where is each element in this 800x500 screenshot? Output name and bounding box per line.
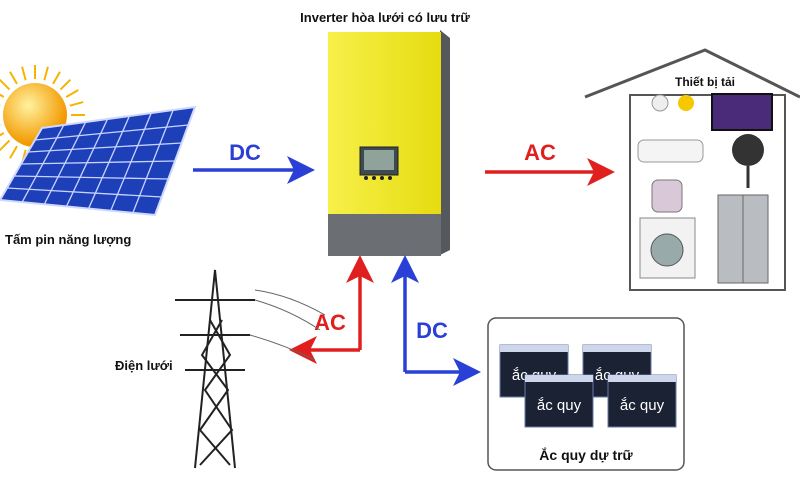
ac-label-load: AC: [524, 140, 556, 165]
solar-label: Tấm pin năng lượng: [5, 232, 131, 247]
load-label: Thiết bị tải: [675, 75, 735, 89]
inverter-label: Inverter hòa lưới có lưu trữ: [300, 10, 470, 25]
dc-label-battery: DC: [416, 318, 448, 343]
power-tower-icon: [175, 269, 326, 469]
battery-label: Ắc quy dự trữ: [539, 446, 633, 463]
inverter-icon: [328, 30, 450, 256]
ac-arrow-grid: [289, 255, 374, 364]
svg-text:ắc quy: ắc quy: [537, 397, 582, 414]
appliances-icon: [637, 93, 773, 284]
dc-label-solar: DC: [229, 140, 261, 165]
battery-unit: ắc quy: [524, 374, 594, 428]
battery-unit: ắc quy: [607, 374, 677, 428]
ac-label-grid: AC: [314, 310, 346, 335]
svg-text:ắc quy: ắc quy: [620, 397, 665, 414]
solar-panel-icon: [0, 105, 197, 217]
grid-label: Điện lưới: [115, 358, 173, 373]
dc-arrow-battery: [391, 255, 481, 386]
